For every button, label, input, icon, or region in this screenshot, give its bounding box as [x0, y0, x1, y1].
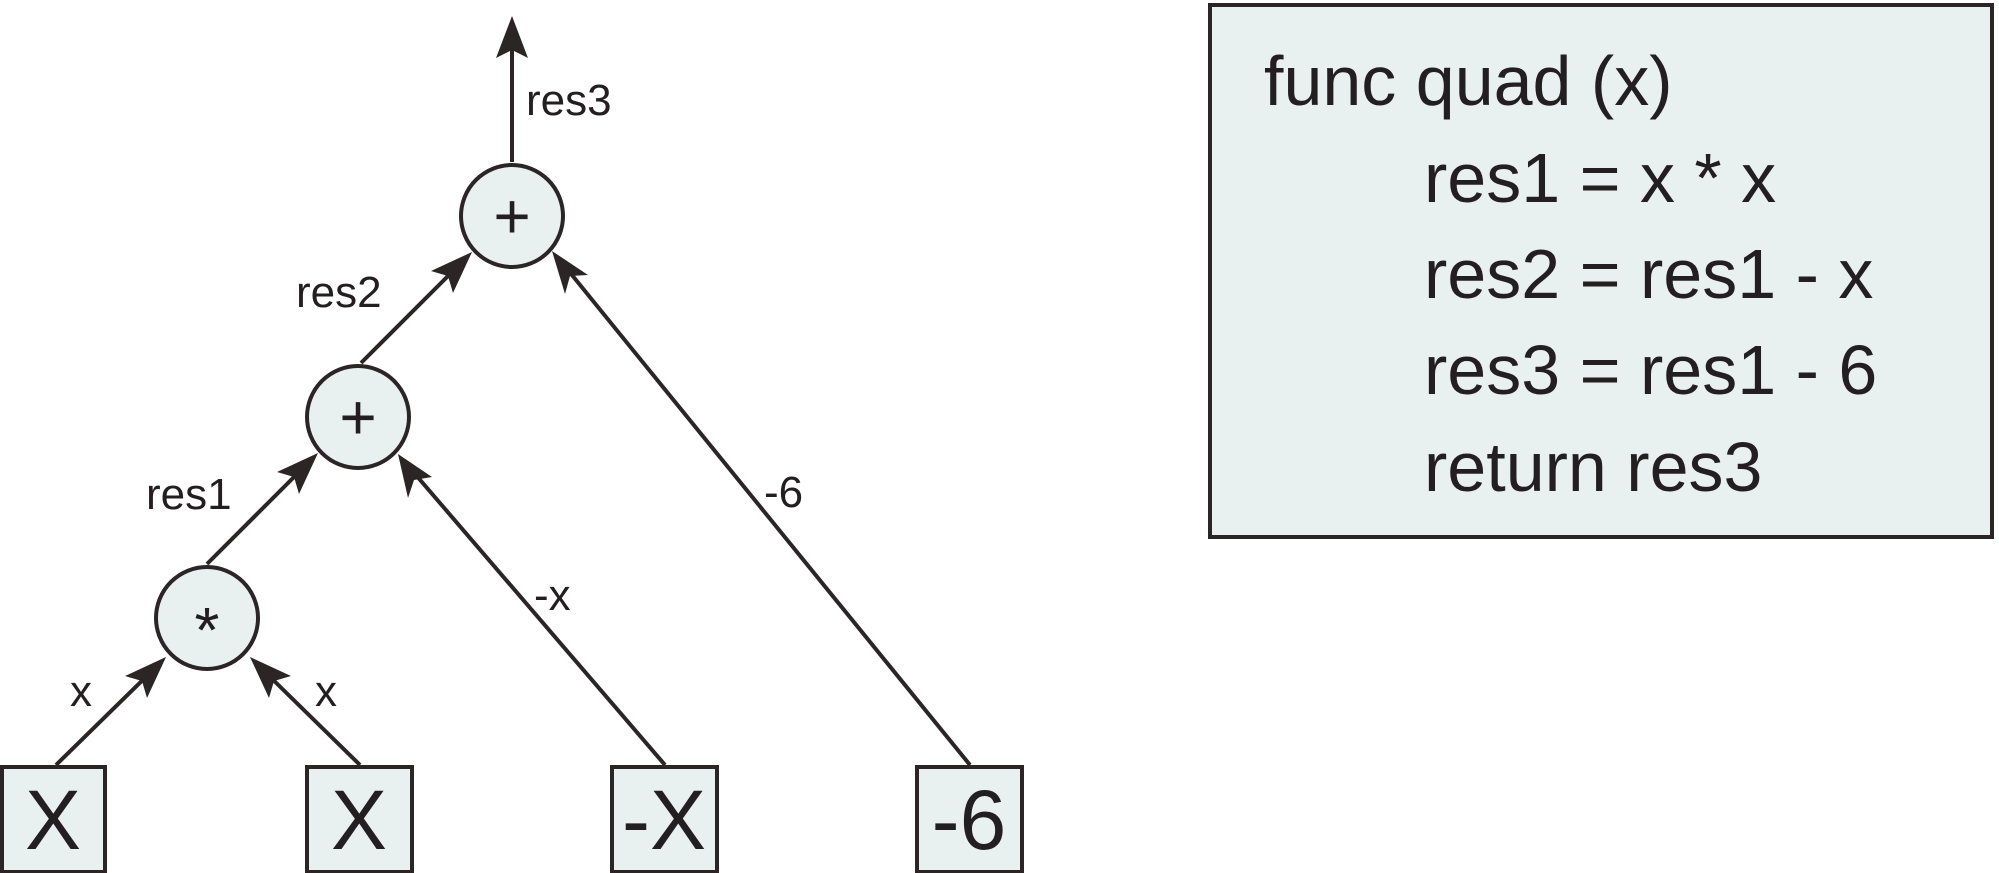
multiply-node: * — [154, 565, 260, 671]
code-line-res1: res1 = x * x — [1424, 139, 1777, 217]
arrowhead-neg6 — [552, 251, 588, 294]
edge-label-res2: res2 — [296, 268, 382, 317]
leaf-neg-6: -6 — [915, 765, 1024, 873]
mid-plus-symbol: + — [339, 381, 376, 453]
code-line-res3: res3 = res1 - 6 — [1424, 331, 1878, 409]
arrowhead-x-left — [125, 657, 166, 698]
edge-x-left — [54, 667, 156, 767]
leaf-x-left-label: X — [25, 773, 81, 867]
mid-plus-node: + — [305, 364, 411, 470]
arrowhead-x-right — [250, 657, 291, 698]
multiply-symbol: * — [195, 594, 220, 666]
edge-label-neg6: -6 — [764, 468, 803, 517]
leaf-x-right: X — [305, 765, 414, 873]
code-listing-box: func quad (x) res1 = x * x res2 = res1 -… — [1208, 3, 1994, 539]
leaf-neg-6-label: -6 — [932, 773, 1007, 867]
arrowhead-res3 — [496, 16, 528, 58]
edge-negx — [407, 465, 667, 767]
edge-label-x-right: x — [315, 667, 337, 716]
root-plus-symbol: + — [493, 180, 530, 252]
expression-tree: + + * X X -X -6 res3 res2 -6 — [0, 16, 1024, 873]
edge-label-x-left: x — [70, 667, 92, 716]
arrowhead-res1 — [277, 453, 318, 494]
arrowhead-negx — [398, 454, 432, 498]
leaf-neg-x: -X — [610, 765, 719, 873]
edge-res1 — [205, 463, 308, 566]
leaf-x-left: X — [0, 765, 107, 873]
code-header-line: func quad (x) — [1264, 42, 1673, 120]
arrowhead-res2 — [431, 252, 472, 293]
code-line-return: return res3 — [1424, 428, 1763, 506]
edge-label-negx: -x — [534, 571, 571, 620]
edge-neg6 — [561, 262, 972, 767]
code-line-res2: res2 = res1 - x — [1424, 235, 1874, 313]
leaf-neg-x-label: -X — [622, 773, 706, 867]
edge-label-res1: res1 — [146, 470, 232, 519]
edge-label-res3: res3 — [526, 76, 612, 125]
leaf-x-right-label: X — [331, 773, 387, 867]
edge-x-right — [260, 667, 362, 767]
root-plus-node: + — [459, 163, 565, 269]
edge-res2 — [359, 262, 462, 365]
